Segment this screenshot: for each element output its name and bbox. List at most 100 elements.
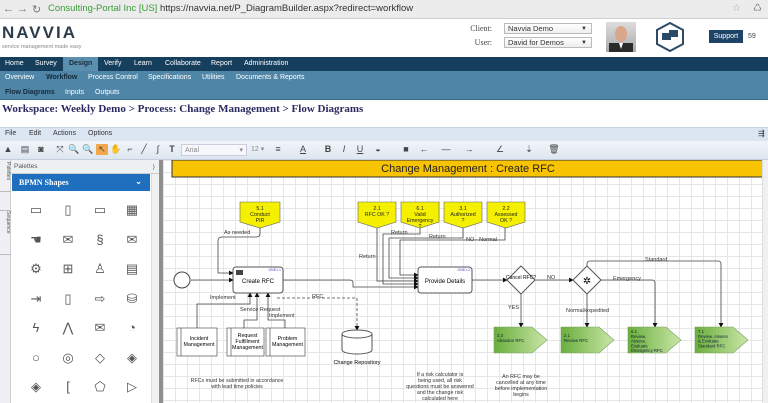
arrange-icon[interactable]: ⇣	[525, 144, 533, 154]
client-select[interactable]: Navvia Demo▼	[504, 23, 592, 34]
change-repository[interactable]	[341, 334, 373, 355]
gateway-icon[interactable]: ◇	[95, 349, 105, 365]
data-table-icon[interactable]: ▦	[125, 202, 139, 217]
annotation-icon[interactable]: [	[66, 379, 70, 394]
arrow-end-icon[interactable]: →	[464, 144, 474, 154]
nav-survey[interactable]: Survey	[35, 60, 57, 67]
italic-icon[interactable]: I	[342, 144, 346, 154]
document-icon[interactable]: ▤	[125, 261, 139, 276]
pool-vertical-icon[interactable]: ▯	[64, 202, 72, 217]
star-icon[interactable]: ☆	[732, 3, 741, 14]
nav-outputs[interactable]: Outputs	[95, 89, 120, 96]
shadow-icon[interactable]: ■	[403, 144, 409, 154]
logo[interactable]: NAVVIA	[2, 23, 77, 42]
collapse-icon[interactable]: ▲	[3, 144, 13, 154]
forward-icon[interactable]: →	[17, 3, 28, 15]
palette-scrollbar[interactable]	[151, 174, 159, 403]
nav-report[interactable]: Report	[211, 60, 233, 67]
task-provide-details[interactable]	[417, 266, 473, 294]
save-icon[interactable]: ▤	[20, 144, 30, 154]
data-object-icon[interactable]: ▯	[64, 290, 72, 306]
message-event-icon[interactable]: ✉	[94, 320, 106, 335]
user-task-icon[interactable]: ♙	[94, 261, 106, 276]
nav-documents-reports[interactable]: Documents & Reports	[236, 74, 305, 81]
message-receive-icon[interactable]: ✉	[62, 231, 74, 247]
pool-horizontal-icon[interactable]: ▭	[29, 202, 43, 217]
panel-toggle-icon[interactable]: ⇶	[758, 129, 765, 138]
menu-actions[interactable]: Actions	[53, 130, 76, 137]
font-select[interactable]: Arial▾	[181, 144, 247, 156]
nav-inputs[interactable]: Inputs	[65, 89, 85, 96]
task-create-rfc[interactable]	[232, 266, 284, 294]
line-icon[interactable]: ╱	[141, 144, 147, 154]
fit-icon[interactable]: ⤧	[56, 144, 64, 154]
zoom-out-icon[interactable]: 🔍	[82, 144, 94, 154]
manual-task-icon[interactable]: ☚	[30, 231, 42, 247]
underline-icon[interactable]: U	[356, 144, 364, 154]
nav-utilities[interactable]: Utilities	[202, 74, 225, 81]
panel-splitter[interactable]	[159, 160, 163, 403]
address-bar[interactable]: Consulting-Portal Inc [US] https://navvi…	[48, 3, 413, 14]
line-style-icon[interactable]: —	[441, 144, 451, 154]
data-input-icon[interactable]: ⇥	[30, 290, 42, 306]
service-gear-icon[interactable]: ⚙	[30, 261, 42, 276]
menu-file[interactable]: File	[5, 130, 17, 137]
gateway-complex-icon[interactable]: ◈	[31, 379, 41, 394]
gateway-complex[interactable]	[572, 265, 602, 295]
data-store-icon[interactable]: ⛁	[126, 290, 138, 306]
chat-hex-icon[interactable]	[655, 21, 685, 54]
nav-collaborate[interactable]: Collaborate	[165, 60, 201, 67]
pin-icon[interactable]: ⟩	[152, 164, 155, 171]
bold-icon[interactable]: B	[324, 144, 332, 154]
delete-icon[interactable]: 🗑	[548, 144, 560, 154]
pointer-icon[interactable]: ↖	[96, 144, 108, 155]
nav-specifications[interactable]: Specifications	[148, 74, 192, 81]
text-icon[interactable]: T	[169, 144, 175, 154]
user-select[interactable]: David for Demos▼	[504, 37, 592, 48]
nav-process-control[interactable]: Process Control	[88, 74, 138, 81]
tag-icon[interactable]: ▷	[127, 379, 137, 394]
support-button[interactable]: Support	[709, 30, 743, 43]
nav-home[interactable]: Home	[5, 60, 24, 67]
nav-workflow[interactable]: Workflow	[46, 74, 78, 81]
data-output-icon[interactable]: ⇨	[94, 290, 106, 306]
script-task-icon[interactable]: §	[96, 231, 104, 247]
off-page-connector-icon[interactable]: ⬠	[94, 379, 106, 394]
align-icon[interactable]: ≡	[275, 144, 281, 154]
reload-icon[interactable]: ↻	[32, 4, 42, 16]
bpmn-shapes-group[interactable]: BPMN Shapes⌄	[12, 174, 150, 191]
camera-icon[interactable]: ◙	[38, 144, 44, 154]
tab-sequence[interactable]: Sequence	[0, 210, 11, 255]
nav-administration[interactable]: Administration	[244, 60, 289, 67]
nav-verify[interactable]: Verify	[104, 60, 122, 67]
zoom-in-icon[interactable]: 🔍	[68, 144, 80, 154]
extension-icon[interactable]: ♺	[753, 3, 762, 14]
escalation-icon[interactable]: ⋀	[62, 320, 74, 335]
pan-icon[interactable]: ✋	[110, 144, 122, 154]
font-color-icon[interactable]: A	[299, 144, 306, 154]
subprocess-icon[interactable]: ⊞	[62, 261, 74, 276]
fill-color-icon[interactable]: ◒	[375, 144, 381, 154]
message-send-icon[interactable]: ✉	[126, 231, 138, 247]
start-event-icon[interactable]: ○	[32, 349, 40, 365]
font-size-select[interactable]: 12 ▾	[251, 146, 265, 153]
nav-flow-diagrams[interactable]: Flow Diagrams	[5, 89, 55, 96]
gateway-cancel-rfc[interactable]	[506, 265, 536, 295]
canvas-scrollbar[interactable]	[762, 160, 768, 403]
arrow-start-icon[interactable]: ←	[419, 144, 429, 154]
avatar[interactable]	[606, 22, 636, 52]
diagram-canvas[interactable]: Change Management : Create RFC Create RF…	[163, 160, 762, 403]
nav-design[interactable]: Design	[63, 57, 99, 71]
task-icon[interactable]: ▭	[93, 202, 107, 217]
